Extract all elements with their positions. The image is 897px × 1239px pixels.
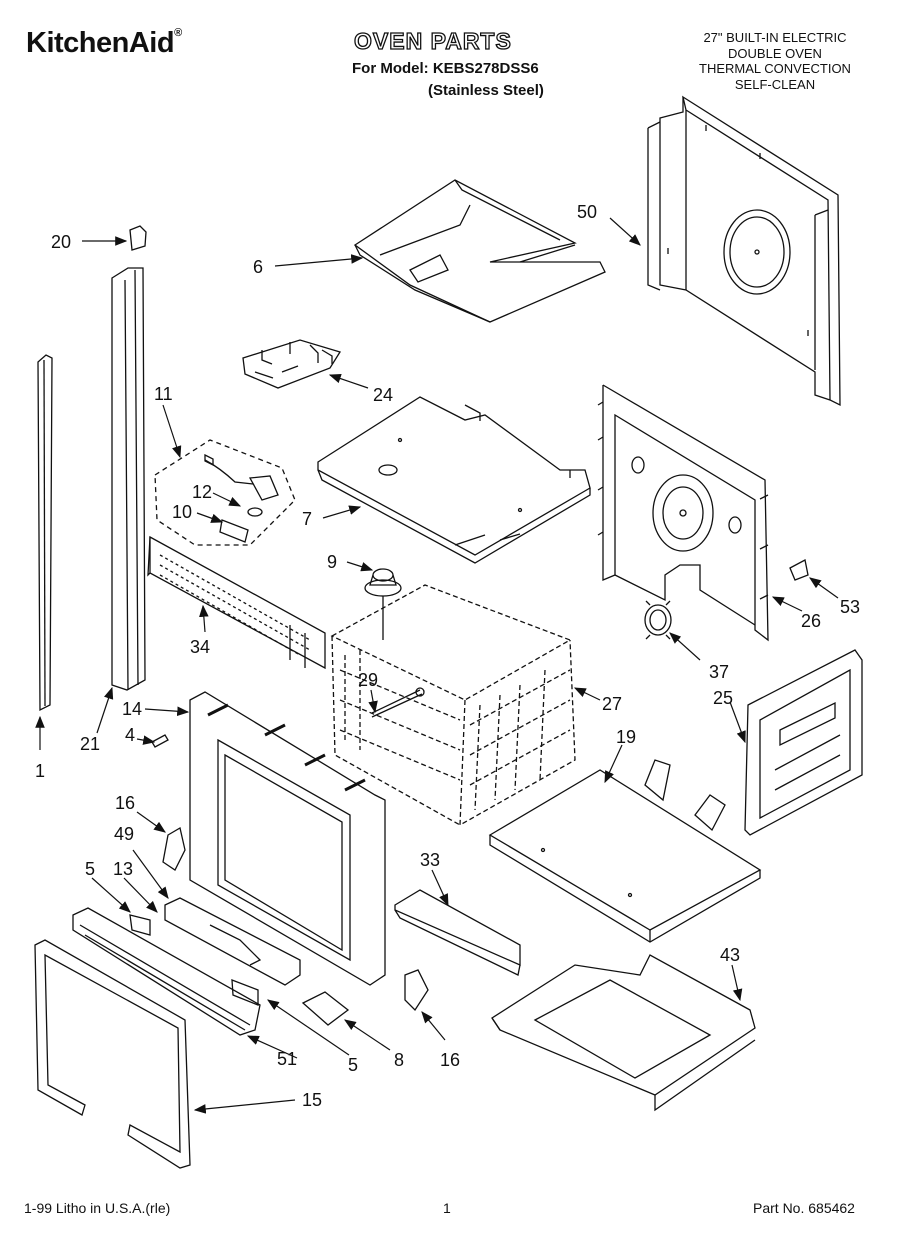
- part-bottom-tray: [488, 759, 762, 943]
- leader-arrows: [35, 217, 839, 1114]
- callout-15: 15: [302, 1090, 322, 1110]
- part-convection-panel: [597, 384, 769, 642]
- part-lower-trim: [72, 907, 261, 1036]
- part-rear-panel: [647, 95, 841, 407]
- part-door-gasket: [34, 939, 191, 1169]
- part-bracket: [162, 826, 186, 871]
- page-title: OVEN PARTS: [353, 27, 512, 54]
- callout-33: 33: [420, 850, 440, 870]
- finish-line: (Stainless Steel): [428, 82, 544, 99]
- part-convection-fan-motor: [364, 568, 402, 640]
- brand-logo: KitchenAid®: [26, 27, 182, 60]
- part-front-trim: [164, 897, 301, 986]
- description-line-2: DOUBLE OVEN: [728, 45, 822, 61]
- part-front-frame: [189, 691, 386, 986]
- part-side-panel: [744, 649, 863, 836]
- part-vent-grille: [147, 535, 326, 670]
- callout-1: 1: [35, 761, 45, 781]
- litho-note: 1-99 Litho in U.S.A.(rle): [24, 1200, 171, 1216]
- description-line-4: SELF-CLEAN: [734, 76, 816, 92]
- callout-53: 53: [840, 597, 860, 617]
- product-description: 27" BUILT-IN ELECTRIC DOUBLE OVEN THERMA…: [660, 30, 890, 92]
- callout-13: 13: [113, 859, 133, 879]
- callout-37: 37: [709, 662, 729, 682]
- callout-43: 43: [720, 945, 740, 965]
- description-line-1: 27" BUILT-IN ELECTRIC: [703, 30, 847, 45]
- part-channel: [394, 889, 521, 976]
- part-vertical-trim: [37, 354, 53, 712]
- callout-25: 25: [713, 688, 733, 708]
- callout-16-lower: 16: [440, 1050, 460, 1070]
- brand-name: KitchenAid: [26, 27, 175, 59]
- callout-27: 27: [602, 694, 622, 714]
- callout-12: 12: [192, 482, 212, 502]
- part-switch-bracket: [242, 339, 342, 389]
- part-trim-cap: [129, 225, 147, 251]
- part-top-cover: [353, 179, 606, 323]
- callout-34: 34: [190, 637, 210, 657]
- part-oven-cavity: [330, 584, 576, 827]
- callout-7: 7: [302, 509, 312, 529]
- callout-29: 29: [358, 670, 378, 690]
- part-support-bracket: [301, 991, 350, 1026]
- part-insulation-plate: [317, 396, 591, 564]
- registered-mark: ®: [174, 27, 182, 39]
- callout-19: 19: [616, 727, 636, 747]
- page-number: 1: [443, 1200, 451, 1216]
- part-clip: [789, 559, 809, 581]
- description-line-3: THERMAL CONVECTION: [699, 61, 851, 76]
- callout-50: 50: [577, 202, 597, 222]
- callout-49: 49: [114, 824, 134, 844]
- part-fan-gasket: [644, 600, 672, 640]
- callout-20: 20: [51, 232, 71, 252]
- callout-51: 51: [277, 1049, 297, 1069]
- part-thermostat-probe: [371, 687, 425, 718]
- model-line: For Model: KEBS278DSS6: [352, 60, 539, 77]
- callout-24: 24: [373, 385, 393, 405]
- part-side-trim: [111, 267, 146, 691]
- callout-5-lower: 5: [348, 1055, 358, 1075]
- part-bracket-lower: [404, 969, 429, 1012]
- callout-26: 26: [801, 611, 821, 631]
- callout-8: 8: [394, 1050, 404, 1070]
- callout-labels: 20 6 50 24 11 12 10 7 9 34 53 26 37 25 2…: [35, 202, 860, 1110]
- callout-4: 4: [125, 725, 135, 745]
- part-number: Part No. 685462: [753, 1200, 855, 1216]
- callout-21: 21: [80, 734, 100, 754]
- callout-5-upper: 5: [85, 859, 95, 879]
- part-screw: [151, 734, 169, 748]
- callout-14: 14: [122, 699, 142, 719]
- callout-6: 6: [253, 257, 263, 277]
- callout-10: 10: [172, 502, 192, 522]
- part-wiring-kit: [154, 439, 296, 546]
- part-bottom-pan: [491, 954, 756, 1112]
- callout-11: 11: [154, 384, 173, 404]
- callout-9: 9: [327, 552, 337, 572]
- callout-16-upper: 16: [115, 793, 135, 813]
